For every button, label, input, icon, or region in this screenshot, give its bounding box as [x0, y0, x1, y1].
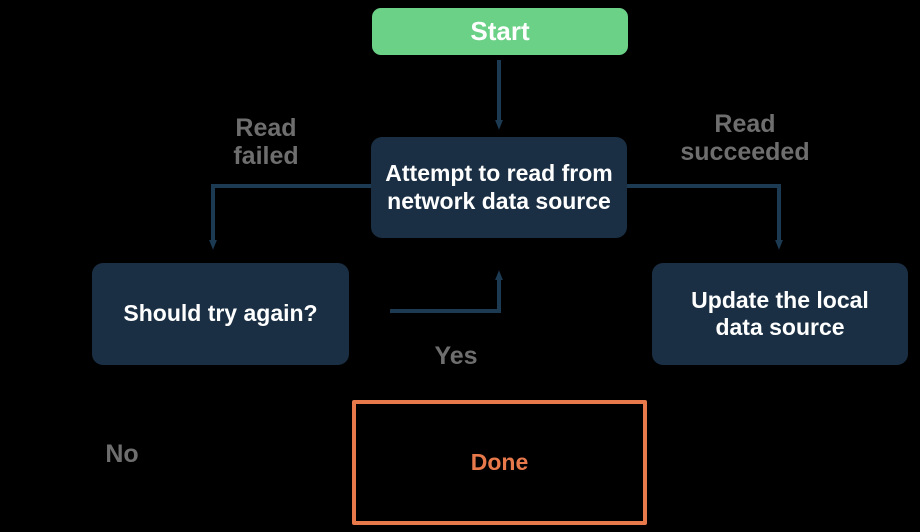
node-done-label: Done: [470, 448, 529, 475]
edge-attempt-to-retry: [209, 184, 371, 250]
node-attempt-read-label: Attempt to read from network data source: [385, 160, 613, 214]
node-update-local-source[interactable]: Update the local data source: [652, 263, 908, 365]
edge-label-read-succeeded: Read succeeded: [680, 110, 810, 166]
edge-attempt-to-update: [627, 184, 783, 250]
edge-label-read-failed: Read failed: [233, 114, 299, 170]
edge-label-yes: Yes: [434, 342, 478, 370]
node-attempt-read[interactable]: Attempt to read from network data source: [371, 137, 627, 238]
node-done[interactable]: Done: [352, 400, 647, 525]
node-update-local-source-label: Update the local data source: [691, 286, 869, 340]
node-start-label: Start: [470, 16, 530, 47]
edge-retry-yes-to-attempt: [390, 270, 503, 313]
node-should-try-again[interactable]: Should try again?: [92, 263, 349, 365]
node-start[interactable]: Start: [372, 8, 628, 55]
node-should-try-again-label: Should try again?: [123, 300, 318, 327]
edge-label-no: No: [105, 440, 139, 468]
